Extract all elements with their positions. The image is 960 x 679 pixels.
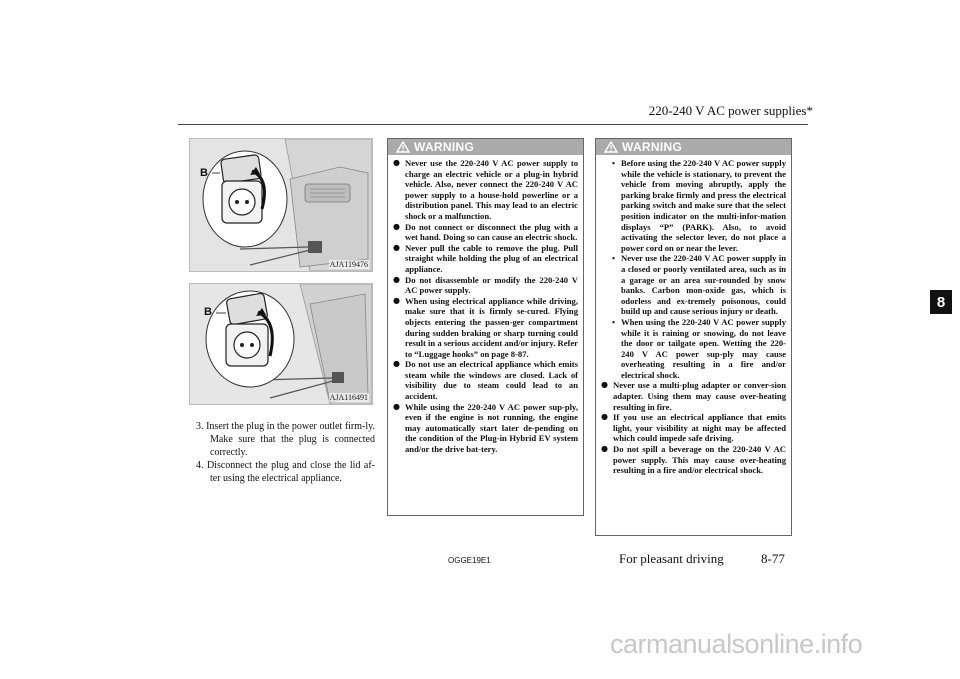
warning-text: If you use an electrical appliance that …: [613, 412, 786, 444]
page-number: 8-77: [761, 551, 785, 566]
warning-text: When using the 220-240 V AC power supply…: [621, 316, 786, 380]
warning-box: WARNING ● Never use the 220-240 V AC powe…: [387, 138, 584, 516]
figure-code: AJA116491: [328, 393, 369, 402]
page-header-title: 220-240 V AC power supplies*: [648, 103, 813, 118]
warning-text: While using the 220-240 V AC power sup-p…: [405, 401, 578, 455]
warning-text: Never use the 220-240 V AC power supply …: [621, 253, 786, 317]
warning-item: ● Do not use an electrical appliance whic…: [393, 359, 578, 401]
bullet-dot-icon: •: [612, 316, 616, 327]
warning-title: WARNING: [622, 140, 683, 154]
bullet-icon: ●: [393, 221, 400, 231]
warning-item: ● Never use the 220-240 V AC power supply…: [393, 158, 578, 222]
bullet-icon: ●: [393, 401, 400, 411]
bullet-dot-icon: •: [612, 253, 616, 264]
header-rule: [178, 124, 808, 125]
warning-text: Never pull the cable to remove the plug.…: [405, 242, 578, 274]
bullet-icon: ●: [393, 158, 400, 167]
step-item: 4. Disconnect the plug and close the lid…: [196, 460, 375, 484]
bullet-icon: ●: [393, 295, 400, 305]
bullet-icon: ●: [393, 274, 400, 284]
warning-item: ● Never pull the cable to remove the plug…: [393, 243, 578, 275]
warning-body: ● Never use the 220-240 V AC power supply…: [388, 155, 583, 455]
warning-title: WARNING: [414, 140, 475, 154]
watermark: carmanualsonline.info: [610, 629, 863, 659]
warning-text: Never use a multi-plug adapter or conver…: [613, 380, 786, 412]
warning-item: ● When using electrical appliance while d…: [393, 296, 578, 360]
footer-code: OGGE19E1: [448, 556, 491, 565]
warning-header: WARNING: [596, 139, 791, 155]
bullet-icon: ●: [601, 412, 608, 422]
bullet-icon: ●: [601, 444, 608, 454]
footer-section-name: For pleasant driving: [619, 551, 724, 566]
step-item: 3. Insert the plug in the power outlet f…: [196, 421, 375, 458]
warning-header: WARNING: [388, 139, 583, 155]
bullet-icon: ●: [393, 359, 400, 369]
warning-text: When using electrical appliance while dr…: [405, 295, 578, 359]
warning-text: Do not disassemble or modify the 220-240…: [405, 274, 578, 296]
bullet-icon: ●: [601, 380, 608, 390]
warning-item: ● Do not spill a beverage on the 220-240 …: [601, 444, 786, 476]
figure-label-b: B: [204, 306, 212, 318]
warning-item: ● Do not connect or disconnect the plug w…: [393, 222, 578, 243]
warning-subitem: • When using the 220-240 V AC power suppl…: [601, 317, 786, 381]
figure-label-b: B: [200, 167, 208, 179]
warning-text: Before using the 220-240 V AC power supp…: [621, 158, 786, 253]
figure-outlet-luggage: B AJA116491: [189, 283, 373, 405]
chapter-tab: 8: [930, 290, 952, 314]
warning-text: Do not connect or disconnect the plug wi…: [405, 221, 578, 243]
warning-body: • Before using the 220-240 V AC power sup…: [596, 155, 791, 476]
bullet-icon: ●: [393, 242, 400, 252]
figure-code: AJA119476: [328, 260, 369, 269]
steps-list: 3. Insert the plug in the power outlet f…: [190, 420, 375, 485]
figure-outlet-lid-open: B AJA119476: [189, 138, 373, 272]
warning-subitem: • Before using the 220-240 V AC power sup…: [601, 158, 786, 253]
warning-subitem: • Never use the 220-240 V AC power supply…: [601, 253, 786, 317]
warning-item: ● Never use a multi-plug adapter or conve…: [601, 380, 786, 412]
warning-text: Do not use an electrical appliance which…: [405, 359, 578, 402]
outlet-illustration-1: [190, 139, 372, 271]
outlet-illustration-2: [190, 284, 372, 404]
warning-text: Never use the 220-240 V AC power supply …: [405, 158, 578, 221]
warning-item: ● If you use an electrical appliance that…: [601, 412, 786, 444]
warning-text: Do not spill a beverage on the 220-240 V…: [613, 444, 786, 476]
warning-triangle-icon: [396, 141, 410, 153]
warning-box: WARNING • Before using the 220-240 V AC p…: [595, 138, 792, 536]
bullet-dot-icon: •: [612, 158, 616, 168]
warning-triangle-icon: [604, 141, 618, 153]
warning-item: ● While using the 220-240 V AC power sup-…: [393, 402, 578, 455]
warning-item: ● Do not disassemble or modify the 220-24…: [393, 275, 578, 296]
